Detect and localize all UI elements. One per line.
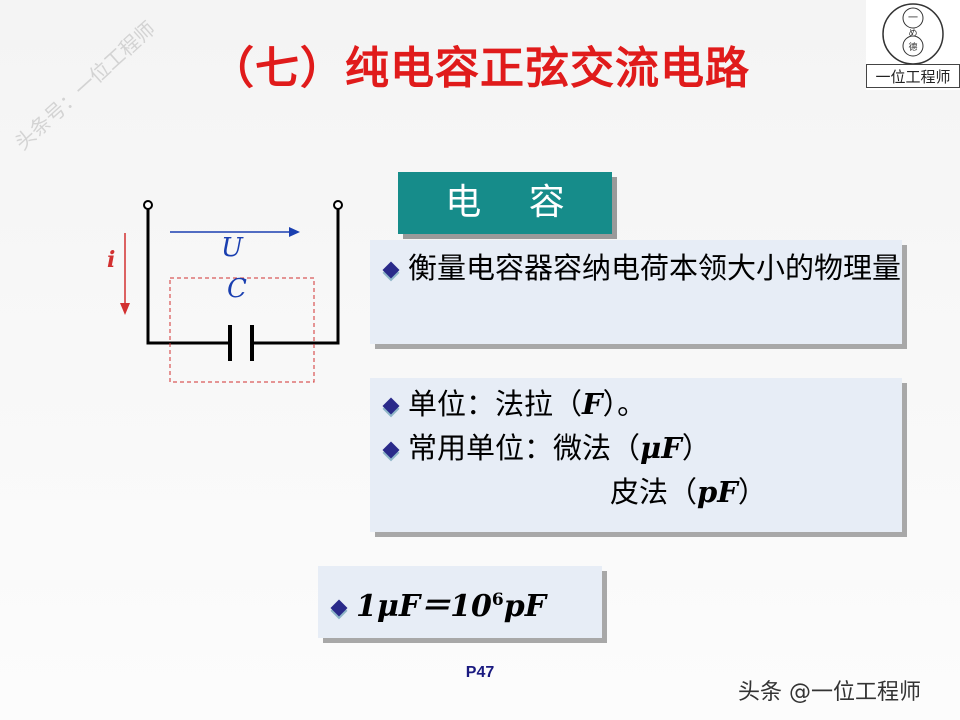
voltage-arrowhead xyxy=(289,227,300,237)
pico-unit-line: 皮法（pF） xyxy=(382,470,902,514)
definition-text: 衡量电容器容纳电荷本领大小的物理量 xyxy=(408,251,902,285)
formula-exponent: 6 xyxy=(491,590,504,610)
slide-title: （七）纯电容正弦交流电路 xyxy=(210,43,750,94)
page-number: P47 xyxy=(465,664,495,681)
diamond-bullet-icon xyxy=(382,441,400,459)
current-label: i xyxy=(107,247,115,273)
logo-char-3: 德 xyxy=(908,41,917,53)
capacitor-dashed-box xyxy=(169,277,315,383)
pico-suffix: ） xyxy=(737,475,767,509)
footer-watermark: 头条 @一位工程师 xyxy=(738,680,921,705)
logo-label: 一位工程师 xyxy=(866,64,960,88)
capacitor-circuit-diagram: i U C xyxy=(107,200,343,383)
diamond-bullet-icon xyxy=(330,599,348,617)
voltage-label: U xyxy=(221,233,244,263)
unit-line: 单位：法拉（F）。 xyxy=(382,382,902,426)
logo-char-1: 一 xyxy=(908,13,918,24)
conversion-formula: 1μF＝106pF xyxy=(356,589,546,624)
unit-prefix: 单位：法拉（ xyxy=(408,387,583,421)
micro-farad-symbol: μF xyxy=(640,431,682,465)
common-unit-prefix: 常用单位：微法（ xyxy=(408,431,641,465)
unit-suffix: ）。 xyxy=(602,387,647,421)
common-unit-suffix: ） xyxy=(681,431,711,465)
term-heading-capacitance: 电 容 xyxy=(398,172,612,234)
left-terminal xyxy=(143,200,153,210)
right-terminal xyxy=(333,200,343,210)
formula-lhs: 1μF＝10 xyxy=(356,589,492,624)
formula-panel: 1μF＝106pF xyxy=(318,566,602,638)
circuit-wire xyxy=(146,209,340,345)
definition-panel: 衡量电容器容纳电荷本领大小的物理量 xyxy=(370,240,902,344)
diamond-bullet-icon xyxy=(382,397,400,415)
unit-symbol: F xyxy=(582,387,603,421)
diamond-bullet-icon xyxy=(382,261,400,279)
logo-char-2: め xyxy=(908,28,917,39)
common-unit-line: 常用单位：微法（μF） xyxy=(382,426,902,470)
formula-rhs: pF xyxy=(503,589,547,624)
pico-farad-symbol: pF xyxy=(697,475,738,509)
current-arrowhead xyxy=(120,303,130,315)
pico-prefix: 皮法（ xyxy=(610,475,698,509)
capacitor-label: C xyxy=(227,274,247,304)
units-panel: 单位：法拉（F）。 常用单位：微法（μF） 皮法（pF） xyxy=(370,378,902,532)
